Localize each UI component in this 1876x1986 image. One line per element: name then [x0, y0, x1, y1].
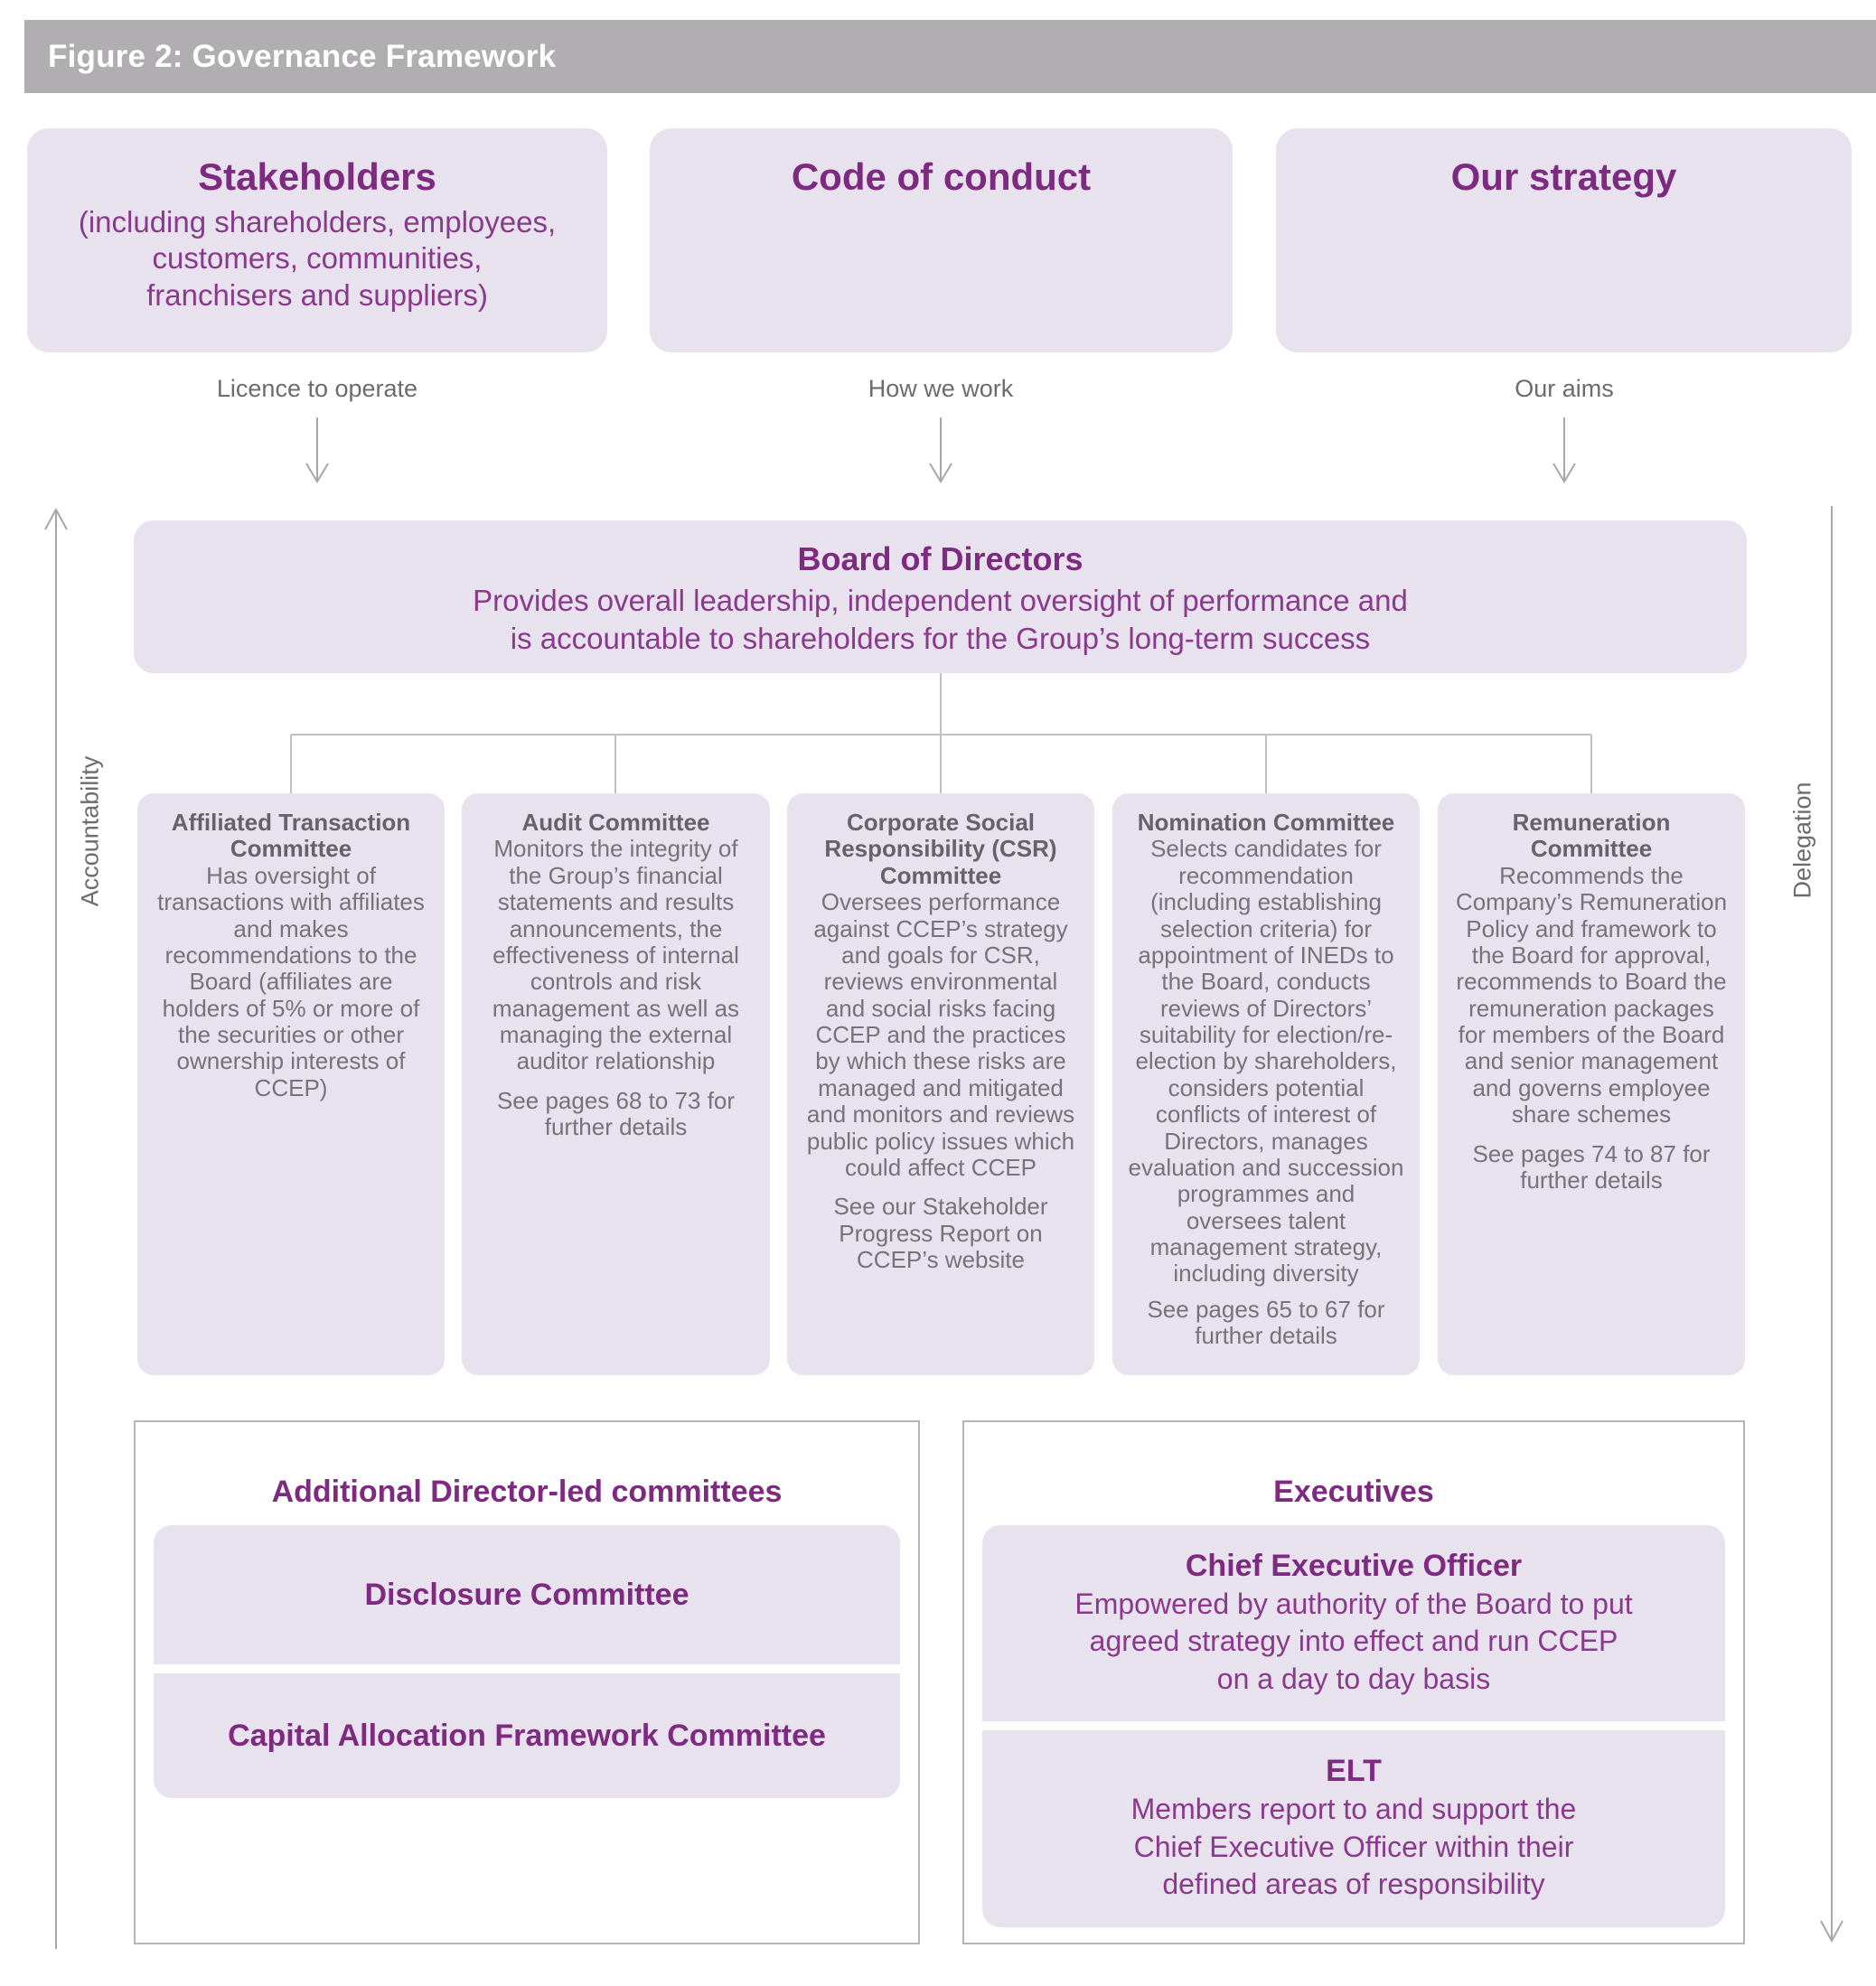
ceo-body-line2: agreed strategy into effect and run CCEP	[1089, 1625, 1618, 1658]
stakeholders-title: Stakeholders	[198, 155, 436, 198]
committee-body: Recommends the Company’s Remuneration Po…	[1455, 861, 1728, 1129]
stakeholders-subtitle-line2: customers, communities,	[152, 241, 483, 276]
board-of-directors-box: Board of Directors Provides overall lead…	[134, 520, 1747, 673]
affiliated-transaction-committee-box: Affiliated Transaction Committee Has ove…	[137, 793, 445, 1375]
nomination-committee-box: Nomination Committee Selects candidates …	[1112, 793, 1420, 1375]
capital-allocation-framework-committee-box: Capital Allocation Framework Committee	[154, 1673, 900, 1798]
committee-title: Remuneration Committee	[1512, 809, 1671, 863]
committee-body: Has oversight of transactions with affil…	[157, 861, 425, 1101]
our-strategy-box: Our strategy	[1276, 128, 1852, 352]
arrow-down-licence-head	[305, 463, 329, 483]
ceo-body-line3: on a day to day basis	[1216, 1662, 1491, 1695]
executives-title: Executives	[1273, 1475, 1434, 1509]
figure-header-bar: Figure 2: Governance Framework	[24, 20, 1876, 93]
elt-body-line3: defined areas of responsibility	[1162, 1868, 1545, 1901]
board-title: Board of Directors	[797, 540, 1083, 577]
csr-committee-box: Corporate Social Responsibility (CSR) Co…	[787, 793, 1094, 1375]
stakeholders-subtitle-line1: (including shareholders, employees,	[78, 205, 557, 239]
disclosure-committee-box: Disclosure Committee	[154, 1525, 900, 1664]
accountability-label: Accountability	[76, 755, 104, 907]
committee-note: See pages 74 to 87 for further details	[1472, 1139, 1711, 1194]
figure-title: Figure 2: Governance Framework	[48, 38, 557, 74]
elt-body-line2: Chief Executive Officer within their	[1133, 1830, 1574, 1863]
committee-note: See our Stakeholder Progress Report on C…	[833, 1193, 1048, 1273]
code-of-conduct-box: Code of conduct	[650, 128, 1233, 352]
code-of-conduct-title: Code of conduct	[791, 155, 1092, 198]
chief-executive-officer-box: Chief Executive Officer Empowered by aut…	[982, 1525, 1725, 1721]
elt-box: ELT Members report to and support the Ch…	[982, 1730, 1725, 1927]
board-body-line2: is accountable to shareholders for the G…	[510, 622, 1371, 656]
capital-allocation-committee-label: Capital Allocation Framework Committee	[228, 1718, 826, 1753]
flow-label-our-aims: Our aims	[1515, 375, 1614, 402]
committee-title: Affiliated Transaction Committee	[171, 809, 411, 863]
committee-title: Corporate Social Responsibility (CSR) Co…	[824, 809, 1057, 889]
ceo-body-line1: Empowered by authority of the Board to p…	[1074, 1587, 1633, 1620]
remuneration-committee-box: Remuneration Committee Recommends the Co…	[1438, 793, 1745, 1375]
committee-body: Selects candidates for recommendation (i…	[1128, 835, 1404, 1288]
disclosure-committee-label: Disclosure Committee	[364, 1577, 689, 1612]
arrow-down-our-aims-head	[1552, 463, 1576, 483]
flow-label-licence-to-operate: Licence to operate	[216, 375, 418, 402]
our-strategy-title: Our strategy	[1450, 155, 1677, 198]
committee-note: See pages 68 to 73 for further details	[496, 1086, 736, 1141]
elt-body-line1: Members report to and support the	[1130, 1793, 1577, 1826]
stakeholders-box: Stakeholders (including shareholders, em…	[27, 128, 607, 352]
accountability-arrow-head	[44, 507, 68, 530]
stakeholders-subtitle-line3: franchisers and suppliers)	[146, 277, 488, 312]
delegation-arrow-head	[1820, 1920, 1843, 1944]
arrow-down-how-we-work-head	[929, 463, 952, 483]
delegation-label: Delegation	[1788, 782, 1816, 899]
flow-label-how-we-work: How we work	[868, 375, 1014, 402]
elt-title: ELT	[1326, 1754, 1382, 1789]
additional-committees-title: Additional Director-led committees	[271, 1475, 783, 1509]
audit-committee-box: Audit Committee Monitors the integrity o…	[462, 793, 770, 1375]
board-body-line1: Provides overall leadership, independent…	[473, 584, 1408, 617]
committee-body: Oversees performance against CCEP’s stra…	[806, 888, 1075, 1181]
committee-body: Monitors the integrity of the Group’s fi…	[492, 835, 740, 1075]
ceo-title: Chief Executive Officer	[1185, 1548, 1523, 1583]
committee-title: Nomination Committee	[1137, 809, 1395, 836]
committee-title: Audit Committee	[521, 809, 710, 836]
committee-note: See pages 65 to 67 for further details	[1147, 1295, 1385, 1350]
